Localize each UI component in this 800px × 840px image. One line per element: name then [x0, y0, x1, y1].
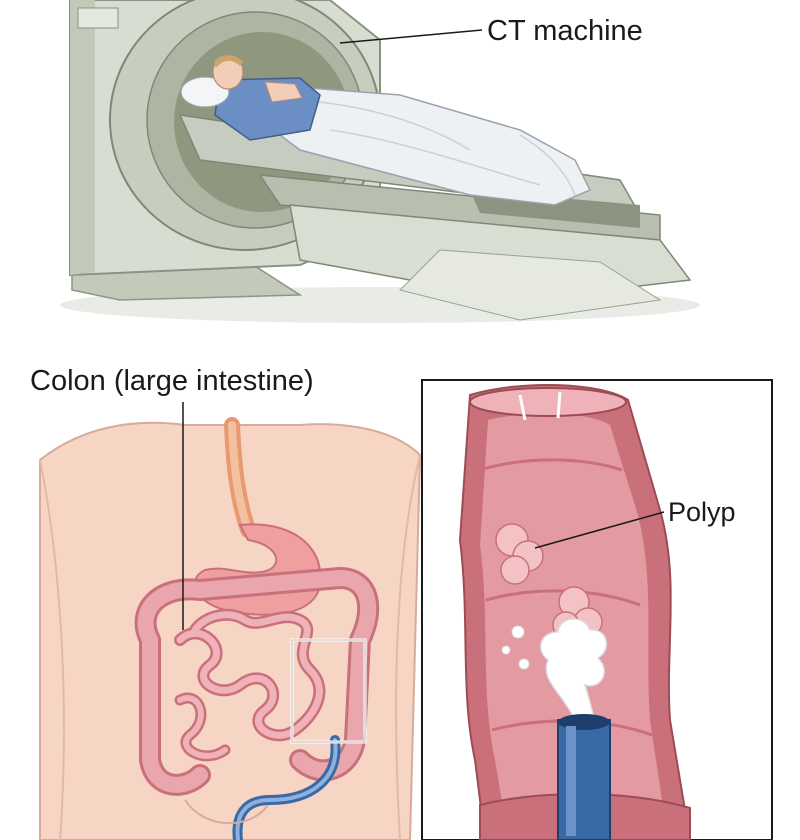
sheet-fold-2 — [329, 129, 541, 186]
ct-machine-label: CT machine — [487, 15, 643, 47]
ct-leader-line — [339, 29, 483, 44]
sheet-fold-3 — [519, 134, 576, 196]
air-bubble-2 — [518, 658, 530, 670]
rectal-tube-highlight — [235, 738, 338, 840]
patient-hands — [264, 81, 303, 103]
air-cloud — [539, 618, 608, 721]
right-arm-edge — [395, 454, 421, 840]
ct-scanner-illustration — [60, 0, 700, 323]
gantry-side — [70, 0, 95, 275]
inset-tube — [557, 719, 611, 840]
inset-tube-opening — [558, 714, 610, 730]
torso-outline — [39, 421, 422, 840]
colon-top-band — [518, 391, 562, 421]
pelvis-hint — [184, 799, 269, 825]
esophagus-highlight — [228, 421, 252, 534]
pedestal-base — [399, 249, 662, 321]
air-insufflation — [501, 618, 608, 721]
colon-closeup-illustration — [421, 379, 773, 840]
small-intestine-loop-2-highlight — [177, 695, 228, 759]
inset-tube-highlight — [566, 726, 576, 836]
polyp-upper — [495, 523, 544, 585]
patient-hair — [214, 55, 243, 68]
air-bubble-3 — [501, 645, 511, 655]
gantry-panel — [77, 7, 119, 29]
colon-label: Colon (large intestine) — [30, 365, 314, 397]
colon-top-opening — [469, 387, 627, 417]
zoom-box-outline — [291, 639, 366, 743]
air-bubble-1 — [511, 625, 525, 639]
torso-anatomy-illustration — [39, 402, 422, 840]
sheet-fold-1 — [299, 99, 471, 151]
polyp-label: Polyp — [668, 497, 736, 527]
fold-1 — [479, 458, 623, 472]
left-arm-edge — [39, 459, 65, 840]
polyp-leader-line — [534, 511, 665, 549]
pillow — [180, 76, 230, 108]
